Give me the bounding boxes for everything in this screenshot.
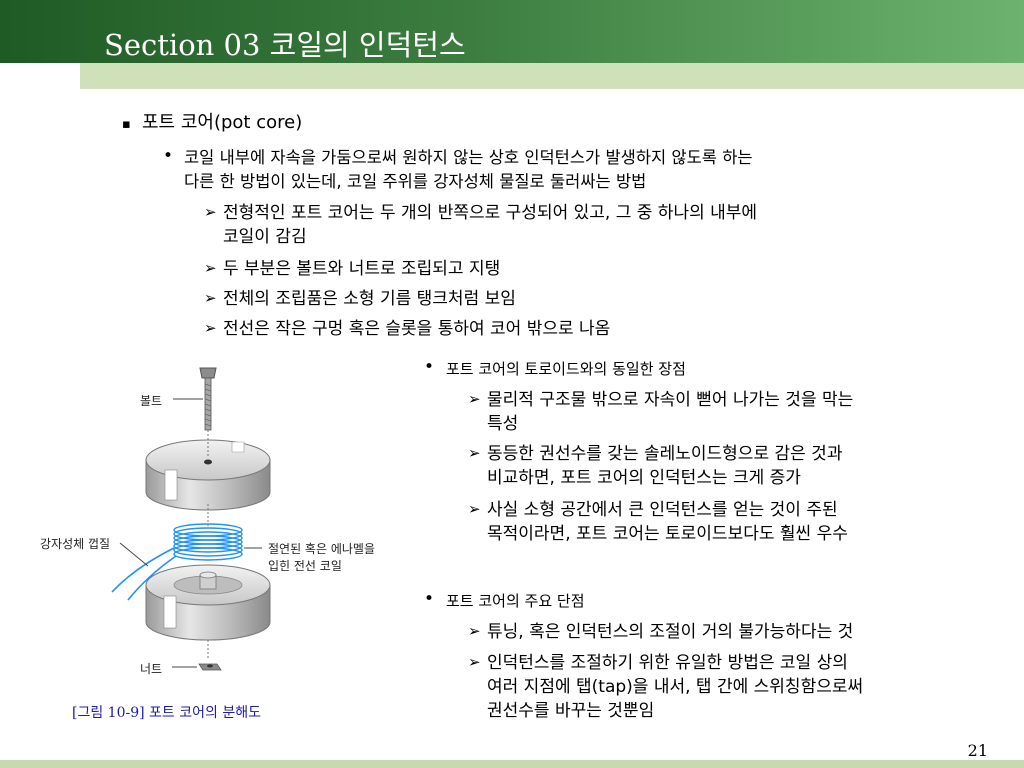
arrow-bullet-icon: ➢ [468, 444, 481, 462]
coil-label-line2: 입힌 전선 코일 [268, 559, 342, 573]
adv-2-line1: 동등한 권선수를 갖는 솔레노이드형으로 감은 것과 [487, 444, 843, 464]
disadv-2-line2: 여러 지점에 탭(tap)을 내서, 탭 간에 스위칭함으로써 [487, 677, 864, 697]
bullet-pot-core: 포트 코어(pot core) [142, 112, 303, 133]
arrow-bullet-icon: ➢ [468, 653, 481, 671]
item-typical-line2: 코일이 감김 [223, 227, 307, 247]
item-typical-line1: 전형적인 포트 코어는 두 개의 반쪽으로 구성되어 있고, 그 중 하나의 내… [223, 203, 758, 223]
dot-bullet-icon: • [163, 146, 174, 166]
title-strip [80, 63, 1024, 89]
adv-1-line2: 특성 [487, 414, 519, 434]
figure-caption: [그림 10-9] 포트 코어의 분해도 [72, 705, 261, 721]
title-bar [0, 0, 1024, 63]
square-bullet-icon: ▪ [122, 117, 131, 132]
coil-label-line1: 절연된 혹은 에나멜을 [268, 542, 375, 556]
arrow-bullet-icon: ➢ [204, 203, 217, 221]
arrow-bullet-icon: ➢ [468, 622, 481, 640]
adv-1-line1: 물리적 구조물 밖으로 자속이 뻗어 나가는 것을 막는 [487, 390, 854, 410]
disadv-1: 튜닝, 혹은 인덕턴스의 조절이 거의 불가능하다는 것 [487, 622, 854, 642]
page-number: 21 [967, 741, 988, 760]
adv-2-line2: 비교하면, 포트 코어의 인덕턴스는 크게 증가 [487, 468, 801, 488]
adv-3-line1: 사실 소형 공간에서 큰 인덕턴스를 얻는 것이 주된 [487, 500, 838, 520]
shell-label: 강자성체 껍질 [40, 537, 111, 551]
dot-bullet-icon: • [424, 357, 435, 377]
item-oil-tank: 전체의 조립품은 소형 기름 탱크처럼 보임 [223, 289, 516, 309]
adv-3-line2: 목적이라면, 포트 코어는 토로이드보다도 훨씬 우수 [487, 524, 848, 544]
arrow-bullet-icon: ➢ [204, 319, 217, 337]
bottom-shell-icon [145, 564, 271, 641]
dot-bullet-icon: • [424, 589, 435, 609]
top-shell-icon [145, 439, 271, 511]
coil-icon [173, 523, 243, 561]
advantages-heading: 포트 코어의 토로이드와의 동일한 장점 [446, 360, 686, 378]
arrow-bullet-icon: ➢ [468, 390, 481, 408]
disadvantages-heading: 포트 코어의 주요 단점 [446, 592, 585, 610]
arrow-bullet-icon: ➢ [204, 259, 217, 277]
bolt-label: 볼트 [140, 394, 163, 408]
footer-bar [0, 760, 1024, 768]
slide-title: Section 03 코일의 인덕턴스 [104, 28, 466, 62]
pot-core-desc-line2: 다른 한 방법이 있는데, 코일 주위를 강자성체 물질로 둘러싸는 방법 [184, 172, 647, 191]
nut-icon [198, 663, 222, 671]
disadv-2-line3: 권선수를 바꾸는 것뿐임 [487, 701, 655, 721]
bolt-icon [199, 367, 217, 431]
pot-core-desc-line1: 코일 내부에 자속을 가둠으로써 원하지 않는 상호 인덕턴스가 발생하지 않도… [184, 148, 753, 167]
item-bolt-nut: 두 부분은 볼트와 너트로 조립되고 지탱 [223, 259, 501, 279]
arrow-bullet-icon: ➢ [204, 289, 217, 307]
nut-label: 너트 [140, 662, 163, 676]
disadv-2-line1: 인덕턴스를 조절하기 위한 유일한 방법은 코일 상의 [487, 653, 848, 673]
arrow-bullet-icon: ➢ [468, 500, 481, 518]
item-wire-slot: 전선은 작은 구멍 혹은 슬롯을 통하여 코어 밖으로 나옴 [223, 319, 611, 339]
